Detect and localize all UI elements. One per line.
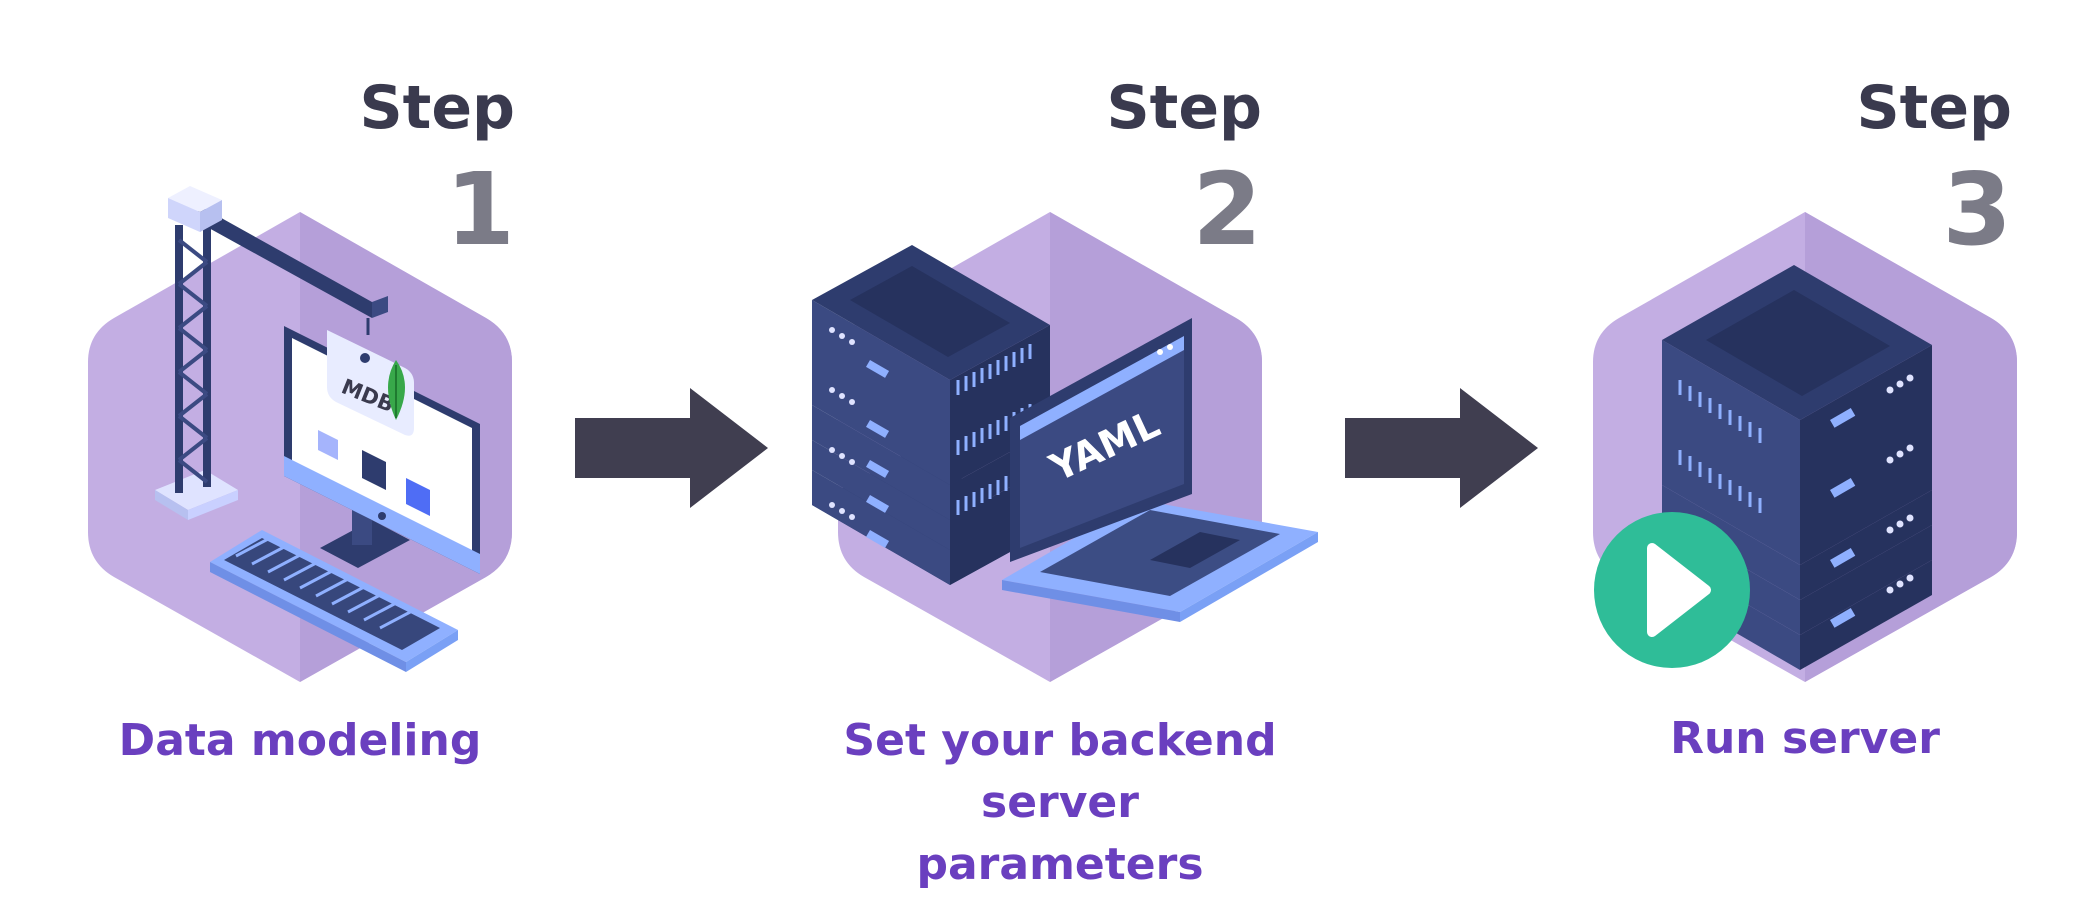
step-1-label: Step (359, 73, 515, 143)
keyboard-icon (210, 530, 458, 672)
play-button-icon (1594, 512, 1750, 668)
step-1-number: 1 (445, 151, 515, 268)
step-2-label: Step (1106, 73, 1262, 143)
step-2-number: 2 (1192, 151, 1262, 268)
step-2-caption-line-2: server parameters (916, 777, 1204, 890)
step-2-illustration: YAML (812, 212, 1318, 682)
laptop-icon: YAML (1002, 318, 1318, 622)
arrow-right-icon (575, 388, 768, 508)
step-2-caption: Set your backend server parameters (840, 710, 1280, 896)
arrow-right-icon (1345, 388, 1538, 508)
step-3-caption-line: Run server (1670, 713, 1940, 764)
step-1-caption: Data modeling (100, 710, 500, 772)
step-3-illustration (1593, 212, 2017, 682)
server-rack-icon (812, 245, 1050, 585)
step-3-number: 3 (1942, 151, 2012, 268)
crane-icon (155, 186, 388, 520)
step-1-caption-line: Data modeling (118, 715, 482, 766)
step-3-caption: Run server (1605, 708, 2005, 770)
step-3-label: Step (1856, 73, 2012, 143)
step-2-caption-line-1: Set your backend (843, 715, 1277, 766)
step-1-illustration: MDB (88, 186, 512, 682)
